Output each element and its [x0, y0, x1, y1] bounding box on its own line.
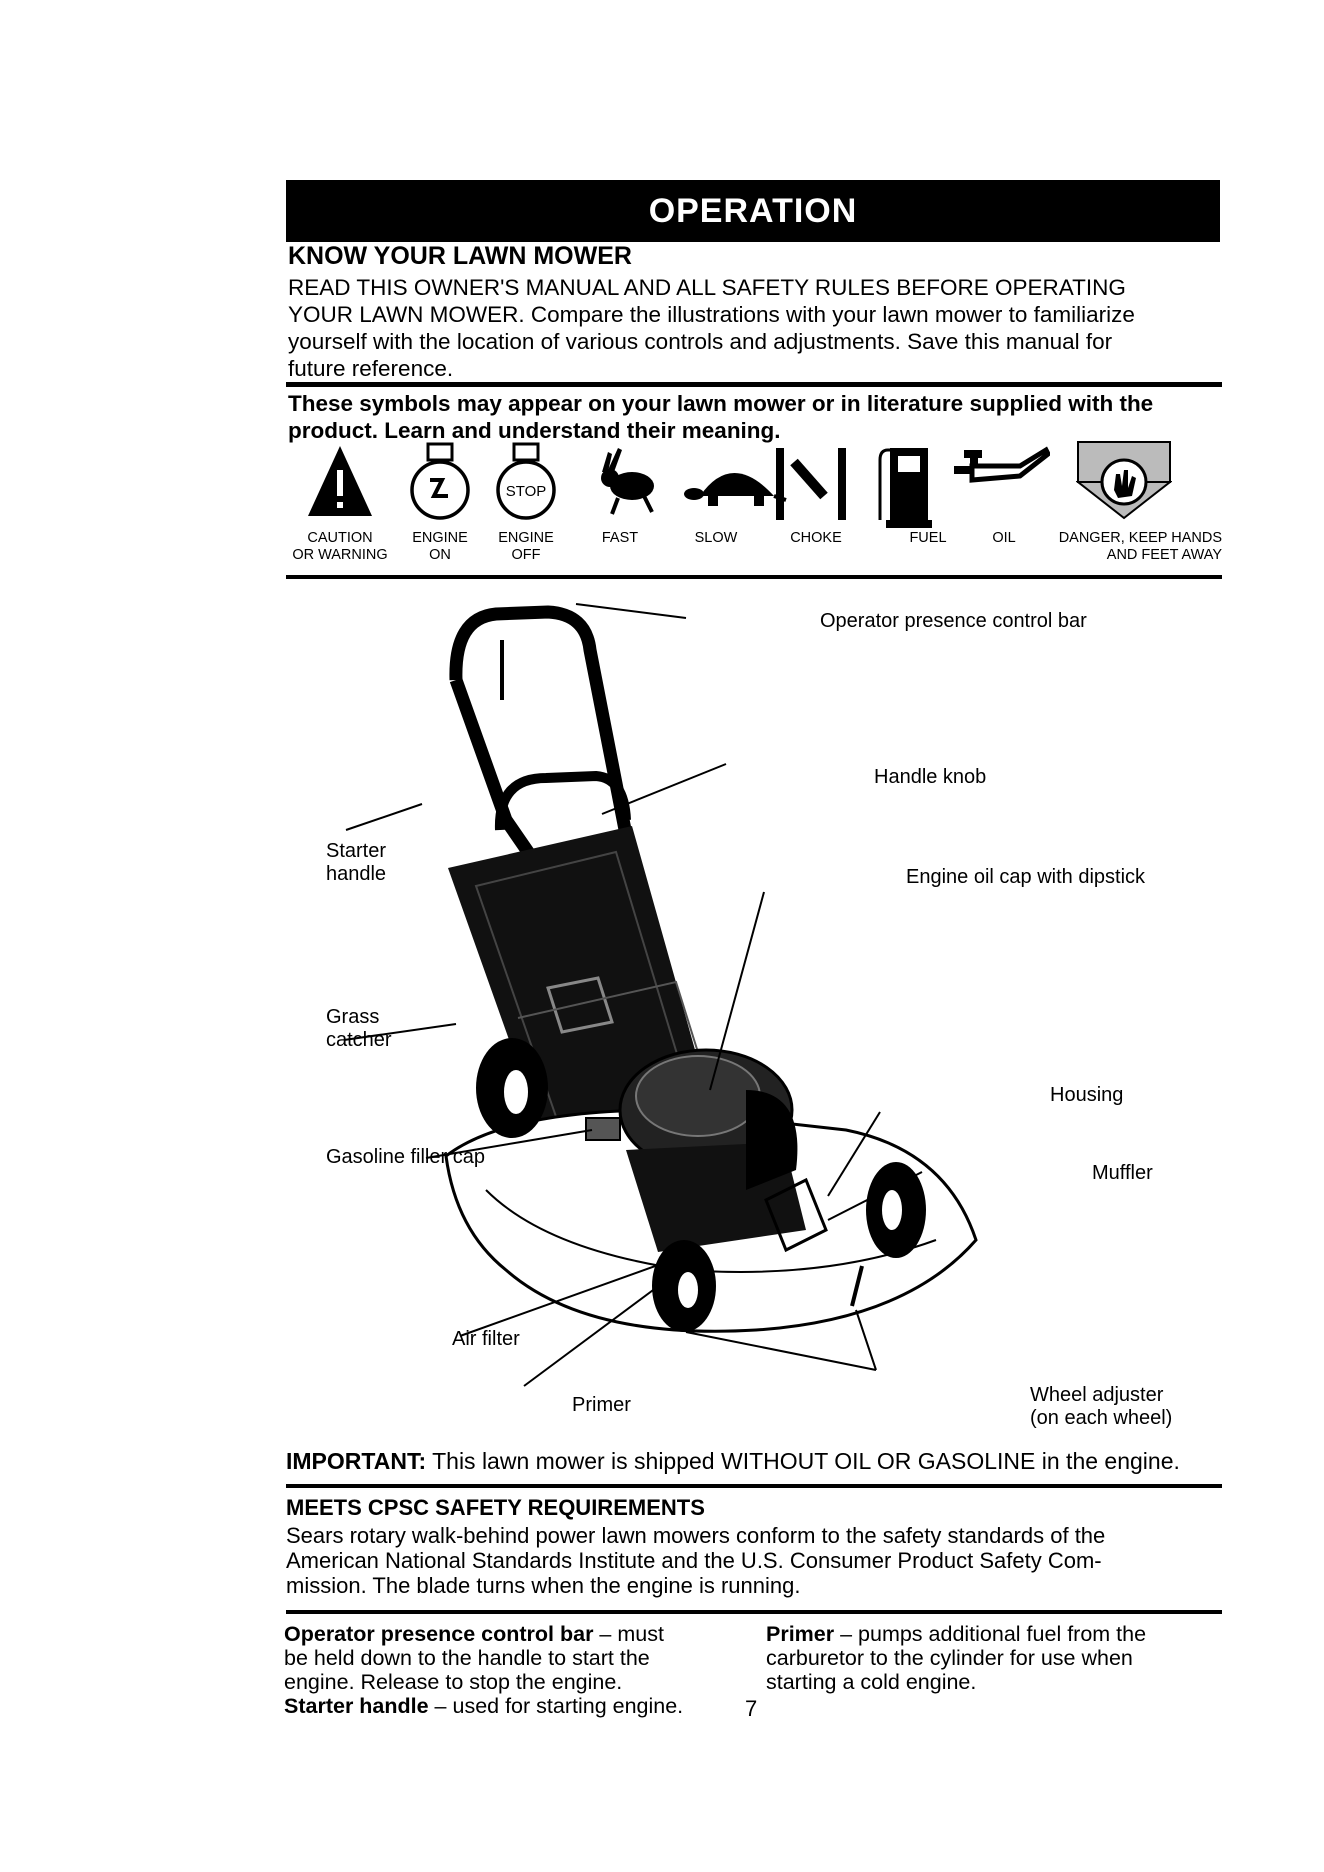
intro-line: READ THIS OWNER'S MANUAL AND ALL SAFETY …: [288, 275, 1126, 300]
callout-housing: Housing: [1050, 1084, 1124, 1106]
definition-text: – pumps additional fuel from the: [834, 1622, 1147, 1646]
important-label: IMPORTANT:: [286, 1448, 427, 1474]
leader-line: [523, 1275, 673, 1387]
cpsc-title: MEETS CPSC SAFETY REQUIREMENTS: [286, 1495, 705, 1520]
section-header-bar: OPERATION: [286, 180, 1220, 242]
section-header-title: OPERATION: [648, 191, 858, 230]
symbol-label-line: ENGINE: [498, 530, 554, 546]
cpsc-paragraph: Sears rotary walk-behind power lawn mowe…: [286, 1523, 1216, 1598]
definition-text: – must: [593, 1622, 664, 1646]
callout-starter-handle: Starter handle: [326, 840, 386, 886]
symbol-label-fuel: FUEL: [898, 530, 958, 547]
intro-line: future reference.: [288, 356, 454, 381]
leader-line: [685, 1331, 877, 1371]
symbol-label-engine-on: ENGINE ON: [400, 530, 480, 564]
symbol-label-engine-off: ENGINE OFF: [486, 530, 566, 564]
definition-text: be held down to the handle to start the: [284, 1646, 650, 1670]
danger-hands-icon: [1076, 441, 1172, 520]
engine-off-icon-text: STOP: [506, 483, 547, 500]
definition-right-column: Primer – pumps additional fuel from the …: [766, 1622, 1226, 1694]
symbol-label-line: OR WARNING: [292, 547, 388, 563]
symbol-label-line: FAST: [601, 530, 639, 546]
oil-can-icon: [954, 446, 1050, 483]
engine-on-icon: [410, 442, 470, 520]
divider: [286, 1484, 1222, 1488]
symbols-intro-line: product. Learn and understand their mean…: [288, 418, 781, 443]
callout-line: Grass: [326, 1006, 380, 1028]
intro-line: YOUR LAWN MOWER. Compare the illustratio…: [288, 302, 1135, 327]
callout-handle-knob: Handle knob: [874, 766, 987, 788]
choke-icon: [776, 448, 846, 520]
callout-primer: Primer: [572, 1394, 631, 1416]
callout-air-filter: Air filter: [452, 1328, 520, 1350]
symbol-label-line: ON: [429, 547, 451, 563]
lawn-mower-diagram: Operator presence control bar Handle kno…: [286, 590, 1222, 1450]
rabbit-fast-icon: [601, 448, 654, 515]
callout-line: handle: [326, 863, 387, 885]
symbol-label-danger: DANGER, KEEP HANDS AND FEET AWAY: [1030, 530, 1222, 564]
cpsc-line: mission. The blade turns when the engine…: [286, 1573, 801, 1598]
engine-off-icon: STOP: [496, 442, 556, 520]
callout-wheel-adjuster: Wheel adjuster (on each wheel): [1030, 1384, 1172, 1430]
fuel-pump-icon: [878, 448, 932, 528]
important-text: This lawn mower is shipped WITHOUT OIL O…: [426, 1448, 1180, 1474]
callout-grass-catcher: Grass catcher: [326, 1006, 392, 1052]
callout-line: Starter: [326, 840, 387, 862]
callout-line: catcher: [326, 1029, 392, 1051]
definition-text: starting a cold engine.: [766, 1670, 977, 1694]
symbols-intro: These symbols may appear on your lawn mo…: [288, 390, 1218, 444]
leader-line: [855, 1309, 877, 1371]
leader-line: [459, 1249, 701, 1337]
callout-gasoline-filler-cap: Gasoline filler cap: [326, 1146, 485, 1168]
term-starter-handle: Starter handle: [284, 1694, 429, 1718]
definition-text: engine. Release to stop the engine.: [284, 1670, 623, 1694]
cpsc-line: Sears rotary walk-behind power lawn mowe…: [286, 1523, 1106, 1548]
symbol-label-line: DANGER, KEEP HANDS: [1058, 530, 1222, 546]
definition-text: – used for starting engine.: [428, 1694, 684, 1718]
callout-muffler: Muffler: [1092, 1162, 1153, 1184]
important-note: IMPORTANT: This lawn mower is shipped WI…: [286, 1448, 1226, 1475]
symbols-intro-line: These symbols may appear on your lawn mo…: [288, 391, 1154, 416]
leader-line: [601, 763, 727, 815]
symbol-label-line: FUEL: [909, 530, 947, 546]
divider: [286, 1610, 1222, 1614]
term-operator-presence-control-bar: Operator presence control bar: [284, 1622, 594, 1646]
leader-line: [827, 1171, 923, 1221]
symbol-label-line: OIL: [992, 530, 1016, 546]
leader-line: [827, 1111, 881, 1197]
leader-line: [343, 1023, 457, 1041]
symbol-label-line: SLOW: [694, 530, 738, 546]
lawn-mower-illustration: [343, 603, 978, 1387]
divider: [286, 575, 1222, 579]
callout-operator-presence-control-bar: Operator presence control bar: [820, 610, 1087, 632]
callout-engine-oil-cap: Engine oil cap with dipstick: [906, 866, 1146, 888]
leader-line: [345, 803, 423, 831]
caution-triangle-icon: [308, 446, 372, 516]
term-primer: Primer: [766, 1622, 835, 1646]
definition-left-column: Operator presence control bar – must be …: [284, 1622, 754, 1718]
symbol-label-line: CAUTION: [307, 530, 373, 546]
symbol-label-oil: OIL: [984, 530, 1024, 547]
symbol-label-line: ENGINE: [412, 530, 468, 546]
symbol-label-line: OFF: [511, 547, 541, 563]
symbol-label-caution: CAUTION OR WARNING: [290, 530, 390, 564]
section-title: KNOW YOUR LAWN MOWER: [288, 242, 632, 270]
definition-text: carburetor to the cylinder for use when: [766, 1646, 1133, 1670]
page-number: 7: [745, 1696, 758, 1721]
intro-line: yourself with the location of various co…: [288, 329, 1113, 354]
divider: [286, 382, 1222, 387]
symbol-label-line: AND FEET AWAY: [1106, 547, 1222, 563]
intro-paragraph: READ THIS OWNER'S MANUAL AND ALL SAFETY …: [288, 274, 1218, 382]
cpsc-line: American National Standards Institute an…: [286, 1548, 1102, 1573]
callout-line: (on each wheel): [1030, 1407, 1173, 1429]
leader-line: [425, 1129, 593, 1159]
symbol-label-slow: SLOW: [686, 530, 746, 547]
symbol-label-choke: CHOKE: [776, 530, 856, 547]
leader-line: [709, 891, 765, 1091]
callout-line: Wheel adjuster: [1030, 1384, 1164, 1406]
symbol-label-line: CHOKE: [790, 530, 842, 546]
leader-line: [575, 603, 687, 619]
symbol-label-fast: FAST: [590, 530, 650, 547]
